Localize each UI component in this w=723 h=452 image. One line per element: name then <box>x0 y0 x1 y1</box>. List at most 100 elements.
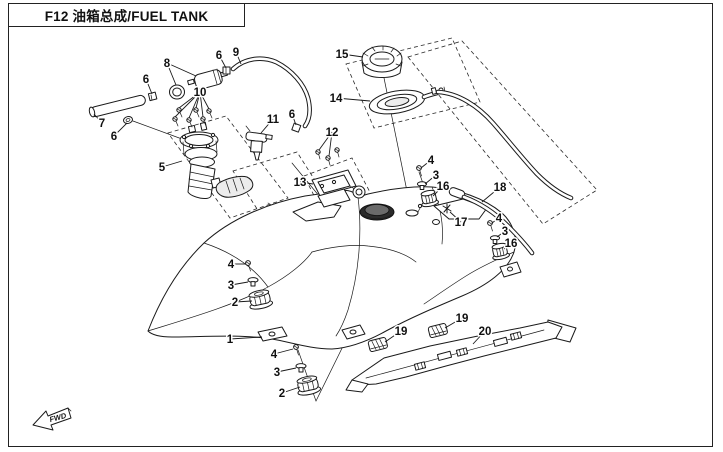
leader-line <box>491 217 500 224</box>
callout-label-6: 6 <box>111 131 117 143</box>
leader-line <box>174 91 201 118</box>
fuel-filter <box>169 66 231 100</box>
mount-set-bottom <box>293 344 322 396</box>
fuel-pump-assembly <box>179 121 254 200</box>
callout-label-16: 16 <box>505 238 518 250</box>
callout-label-19: 19 <box>395 326 408 338</box>
callout-label-20: 20 <box>479 326 492 338</box>
leader-line <box>276 367 297 373</box>
callout-label-3: 3 <box>502 226 508 238</box>
callout-label-6: 6 <box>289 109 295 121</box>
leader-line <box>481 186 501 203</box>
leader-line <box>472 330 486 345</box>
leader-line <box>178 91 201 109</box>
leader-line <box>449 211 462 223</box>
leader-line <box>113 122 128 137</box>
leader-line <box>199 91 210 110</box>
page-title-text: F12 油箱总成/FUEL TANK <box>44 9 209 24</box>
leader-line <box>166 62 197 77</box>
fuel-hose-front <box>88 91 158 124</box>
leader-line <box>229 336 263 340</box>
pump-screws <box>172 107 213 128</box>
callout-label-15: 15 <box>336 49 349 61</box>
tank-filler-cap <box>359 203 423 221</box>
callout-label-1: 1 <box>227 334 234 346</box>
leader-line <box>384 330 402 343</box>
leader-line <box>335 97 371 102</box>
leader-line <box>234 300 253 303</box>
filler-neck-ring <box>368 86 446 115</box>
mount-set-right-low <box>487 220 510 261</box>
callout-label-9: 9 <box>233 47 239 59</box>
leader-line <box>235 51 242 65</box>
callout-layer: 1223333444456666789101112131415161617181… <box>93 46 519 402</box>
callout-label-11: 11 <box>267 114 280 126</box>
leader-line <box>145 78 153 95</box>
breather-hose <box>230 56 312 133</box>
bracket-screws <box>315 147 340 166</box>
callout-label-10: 10 <box>194 87 207 99</box>
leader-line <box>341 53 364 58</box>
callout-label-4: 4 <box>271 349 278 361</box>
callout-label-18: 18 <box>494 182 507 194</box>
page-title: F12 油箱总成/FUEL TANK <box>8 3 245 27</box>
drain-hose <box>448 187 535 256</box>
leader-line <box>503 242 512 250</box>
leader-line <box>281 386 301 394</box>
callout-label-8: 8 <box>164 58 171 70</box>
leader-line <box>444 317 463 329</box>
fwd-label: FWD <box>48 411 67 424</box>
fwd-arrow: FWD <box>32 407 72 431</box>
callout-label-3: 3 <box>228 280 234 292</box>
leader-line <box>218 54 227 69</box>
mount-set-right-top <box>416 165 439 208</box>
hose-clamp <box>147 91 158 102</box>
leader-line <box>424 174 437 185</box>
callout-label-12: 12 <box>326 127 339 139</box>
callout-label-17: 17 <box>455 217 468 229</box>
shield-clamp-left <box>367 337 388 352</box>
callout-label-2: 2 <box>232 297 238 309</box>
leader-line <box>199 91 204 118</box>
hose-clamp <box>222 66 231 75</box>
leader-line <box>260 118 274 134</box>
leader-line <box>195 91 201 109</box>
hose-nut <box>123 116 133 124</box>
leader-line <box>432 185 444 197</box>
fuel-tank <box>147 186 522 350</box>
callout-label-6: 6 <box>143 74 149 86</box>
fuel-valve <box>245 125 273 161</box>
leader-line <box>161 160 183 168</box>
leader-line <box>299 181 314 185</box>
leader-line <box>318 131 333 151</box>
leader-line <box>496 230 506 238</box>
mount-set-left <box>245 260 274 310</box>
callout-label-4: 4 <box>228 259 235 271</box>
shield-clamp-right <box>427 323 448 338</box>
callout-label-4: 4 <box>496 213 503 225</box>
leader-line <box>188 91 201 119</box>
leader-line <box>230 281 249 286</box>
leader-line <box>328 131 333 157</box>
leader-line <box>93 113 103 124</box>
leader-line <box>420 159 432 169</box>
hose-clamp <box>291 122 302 133</box>
leader-line <box>166 62 177 86</box>
leader-line <box>291 113 297 126</box>
leader-line <box>273 348 294 355</box>
valve-bracket <box>311 169 366 208</box>
page-border <box>8 3 713 447</box>
callout-label-6: 6 <box>216 50 222 62</box>
callout-label-3: 3 <box>433 170 439 182</box>
callout-label-13: 13 <box>294 177 307 189</box>
callout-label-7: 7 <box>99 118 105 130</box>
callout-label-5: 5 <box>159 162 166 174</box>
vent-hose-long <box>435 89 574 201</box>
callout-label-19: 19 <box>456 313 469 325</box>
hose-clip <box>442 203 452 214</box>
callout-label-4: 4 <box>428 155 435 167</box>
callout-label-3: 3 <box>274 367 280 379</box>
heat-shield-plate <box>345 319 577 393</box>
